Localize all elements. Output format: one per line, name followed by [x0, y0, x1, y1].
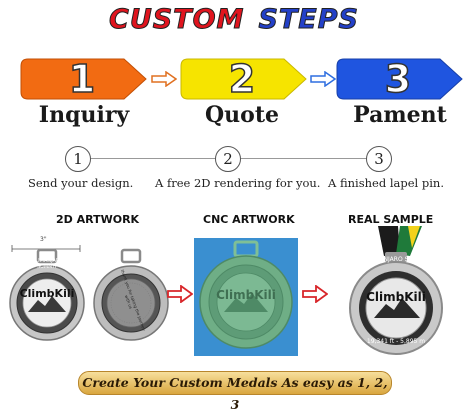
step-3-tag-shape — [336, 58, 463, 100]
arrow-right-icon — [302, 284, 329, 304]
step-2-tag-shape — [180, 58, 307, 100]
arrow-right-icon — [167, 284, 194, 304]
real-sample-bottom-text: 19,341 ft - 5,895 m — [366, 338, 426, 345]
title-word-custom: CUSTOM — [108, 4, 245, 36]
cnc-center-text: ClimbKili — [216, 288, 276, 302]
medal-2d-center-text: ClimbKili — [19, 287, 75, 300]
step-3-tag: 3 — [336, 57, 464, 101]
step-1-tag-shape — [20, 58, 147, 100]
real-sample-photo — [330, 226, 460, 358]
step-2-tag: 2 — [180, 57, 308, 101]
step-2-label: Quote — [205, 102, 279, 128]
arrow-right-icon — [151, 70, 178, 88]
step-3-label: Pament — [353, 102, 447, 128]
medal-2d-ring-text: KILIMANJARO SUMMIT — [30, 258, 64, 270]
page-title: CUSTOM STEPS — [0, 4, 468, 36]
step-2-number: 2 — [228, 57, 256, 101]
real-sample-center-text: ClimbKili — [366, 290, 426, 304]
section-2d-artwork: 2D ARTWORK — [56, 213, 140, 226]
title-word-steps: STEPS — [258, 4, 359, 36]
cnc-artwork-image — [194, 238, 298, 356]
arrow-right-icon — [310, 70, 337, 88]
step-1-tag: 1 — [20, 57, 148, 101]
dimension-label: 3" — [40, 236, 47, 243]
timeline-step-3-circle: 3 — [366, 146, 392, 172]
real-sample-ring-text: KILIMANJARO SUMMIT — [363, 256, 429, 263]
section-cnc-artwork: CNC ARTWORK — [203, 213, 295, 226]
timeline-step-3-text: A finished lapel pin. — [328, 176, 444, 190]
step-1-label: Inquiry — [38, 102, 130, 128]
timeline-step-1-circle: 1 — [65, 146, 91, 172]
step-3-number: 3 — [384, 57, 412, 101]
bottom-banner: Create Your Custom Medals As easy as 1, … — [78, 371, 392, 412]
section-real-sample: REAL SAMPLE — [348, 213, 434, 226]
timeline-step-1-text: Send your design. — [28, 176, 134, 190]
medal-2d-front — [8, 248, 86, 344]
medal-2d-back — [92, 248, 170, 344]
timeline-step-2-text: A free 2D rendering for you. — [155, 176, 321, 190]
step-1-number: 1 — [68, 57, 96, 101]
timeline-step-2-circle: 2 — [215, 146, 241, 172]
